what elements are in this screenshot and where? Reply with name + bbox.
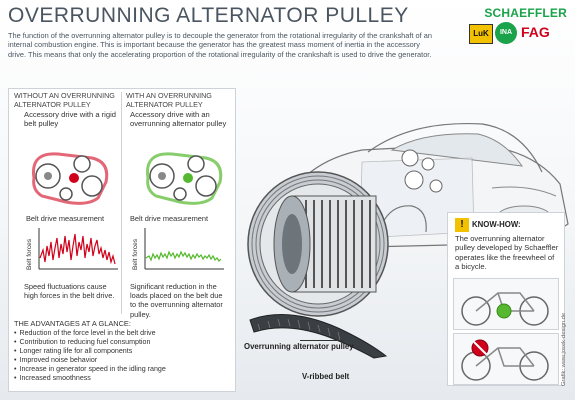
intro-text: The function of the overrunning alternat… — [8, 31, 432, 59]
rigid-pulley-diagram — [32, 152, 109, 205]
pulley-leader — [300, 340, 344, 341]
right-sub: Accessory drive with an overrunning alte… — [130, 110, 227, 128]
overrunning-pulley-diagram — [146, 152, 223, 205]
advantages-list: Reduction of the force level in the belt… — [14, 329, 166, 384]
advantage-item: Longer rating life for all components — [14, 347, 166, 356]
advantage-item: Increased smoothness — [14, 374, 166, 383]
right-note: Significant reduction in the loads place… — [130, 282, 223, 319]
page-title: OVERRUNNING ALTERNATOR PULLEY — [8, 4, 409, 27]
right-axis-label: Belt forces — [132, 238, 139, 270]
belt-callout: V-ribbed belt — [302, 372, 350, 381]
left-belt-force-graph — [38, 228, 118, 270]
luk-logo: LuK — [469, 24, 493, 44]
fag-logo: FAG — [521, 24, 550, 40]
advantage-item: Contribution to reducing fuel consumptio… — [14, 338, 166, 347]
advantage-item: Reduction of the force level in the belt… — [14, 329, 166, 338]
graphic-credit: Grafik: www.josek-design.de — [561, 312, 567, 386]
v-ribbed-belt-illustration — [249, 314, 388, 359]
pulley-callout: Overrunning alternator pulley — [244, 342, 354, 351]
advantage-item: Increase in generator speed in the idlin… — [14, 365, 165, 374]
right-heading: WITH AN OVERRUNNING ALTERNATOR PULLEY — [126, 91, 212, 109]
knowhow-text: The overrunning alternator pulley develo… — [455, 234, 559, 272]
brand-logos: LuK INA FAG — [469, 22, 569, 46]
advantages-title: THE ADVANTAGES AT A GLANCE: — [14, 319, 131, 328]
ina-logo: INA — [495, 22, 517, 44]
warning-icon: ! — [455, 218, 469, 232]
left-heading: WITHOUT AN OVERRUNNING ALTERNATOR PULLEY — [14, 91, 115, 109]
advantage-item: Improved noise behavior — [14, 356, 166, 365]
bicycle-rigid-illustration — [453, 333, 559, 385]
bicycle-freewheel-illustration — [453, 278, 559, 330]
column-divider — [121, 92, 122, 314]
right-bd-label: Belt drive measurement — [130, 214, 209, 223]
left-bd-label: Belt drive measurement — [26, 214, 105, 223]
knowhow-title: KNOW-HOW: — [472, 220, 521, 229]
left-sub: Accessory drive with a rigid belt pulley — [24, 110, 117, 128]
brand-name: SCHAEFFLER — [484, 6, 567, 20]
left-axis-label: Belt forces — [26, 238, 33, 270]
left-note: Speed fluctuations cause high forces in … — [24, 282, 115, 301]
pulley-cutaway-illustration — [247, 171, 389, 317]
right-belt-force-graph — [144, 228, 224, 270]
